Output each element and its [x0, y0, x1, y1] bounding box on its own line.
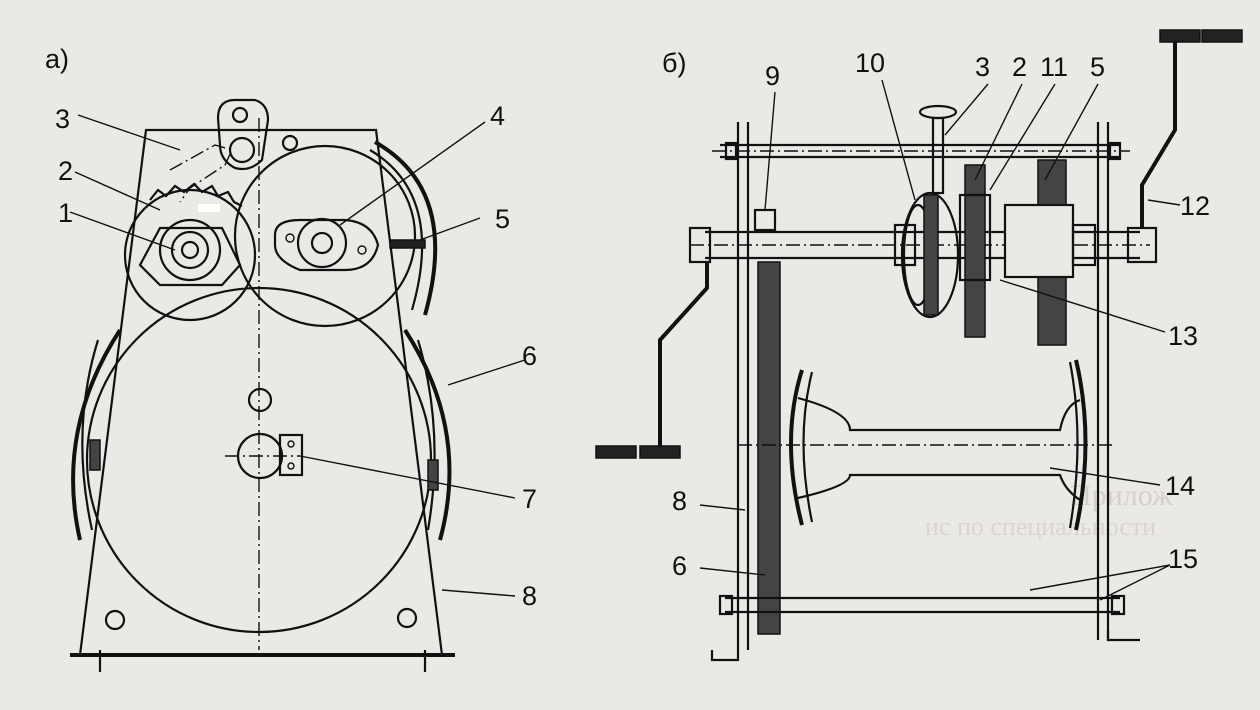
label-b-11: 11 [1040, 52, 1068, 82]
right-crank-b [1140, 38, 1177, 228]
label-a-3: 3 [55, 104, 70, 134]
large-gear-a [233, 144, 417, 328]
label-b-14: 14 [1165, 471, 1195, 501]
label-b-6: 6 [672, 551, 687, 581]
view-b-letter: б) [662, 48, 686, 78]
label-b-8: 8 [672, 486, 687, 516]
shaft-bearing-a [273, 218, 380, 272]
label-b-2: 2 [1012, 52, 1027, 82]
ratchet-wheel-b [964, 164, 986, 338]
label-a-6: 6 [522, 341, 537, 371]
label-b-9: 9 [765, 61, 780, 91]
label-b-3: 3 [975, 52, 990, 82]
label-b-10: 10 [855, 48, 885, 78]
view-a-letter: а) [45, 44, 69, 74]
left-crank-b [658, 262, 709, 450]
label-b-5: 5 [1090, 52, 1105, 82]
gear-6-b [757, 261, 781, 635]
view-b-side: б) [595, 29, 1243, 662]
label-a-2: 2 [58, 156, 73, 186]
label-b-13: 13 [1168, 321, 1198, 351]
label-a-4: 4 [490, 101, 505, 131]
frame-plate-a [78, 128, 444, 657]
ratchet-gear-a [123, 188, 257, 322]
label-a-8: 8 [522, 581, 537, 611]
drum-b [797, 396, 1081, 432]
label-b-12: 12 [1180, 191, 1210, 221]
brake-disc-b [900, 191, 960, 319]
label-a-5: 5 [495, 204, 510, 234]
pawl-a [169, 144, 233, 203]
top-lug-a [216, 98, 270, 171]
view-a-front: а) [45, 44, 537, 672]
label-b-15: 15 [1168, 544, 1198, 574]
brake-screw-b [931, 116, 945, 195]
bg-text-center: ис по специальности [925, 512, 1156, 541]
label-a-7: 7 [522, 484, 537, 514]
label-a-1: 1 [58, 198, 73, 228]
